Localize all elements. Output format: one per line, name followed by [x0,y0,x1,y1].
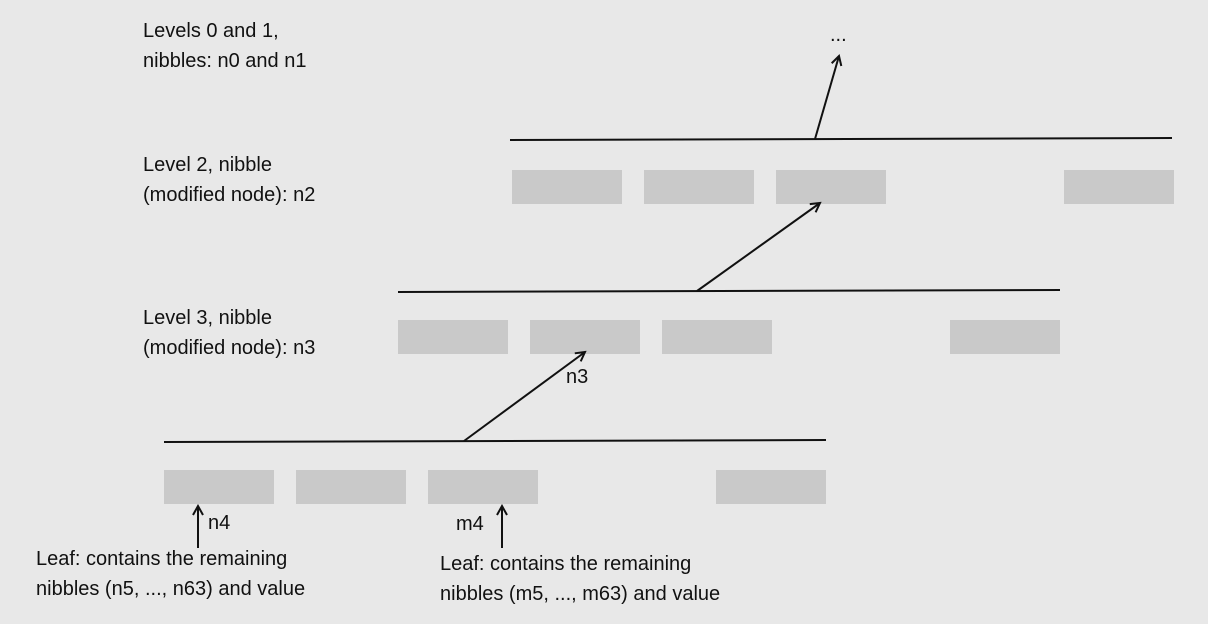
level3-label-line2: (modified node): n3 [143,337,316,359]
edge-label-m4: m4 [456,513,484,535]
level4-slot-2 [296,470,406,504]
level4-slot-4 [716,470,826,504]
level3-node-line [397,289,1061,293]
level2-slot-3 [776,170,886,204]
leaf-right-line1: Leaf: contains the remaining [440,553,692,575]
edge-label-n4: n4 [208,512,231,534]
level4-slot-3 [428,470,538,504]
arrow-level4-to-level3 [463,352,585,442]
level4-slot-1 [164,470,274,504]
level2-node-line [509,137,1173,141]
leaf-left-line2: nibbles (n5, ..., n63) and value [36,578,306,600]
level3-slot-3 [662,320,772,354]
level2-slot-4 [1064,170,1174,204]
level01-label: Levels 0 and 1, nibbles: n0 and n1 [143,16,306,76]
level3-slot-1 [398,320,508,354]
arrow-level3-to-level2 [696,203,820,292]
ellipsis-label: ... [830,24,847,46]
level01-label-line1: Levels 0 and 1, [143,20,279,42]
leaf-left-line1: Leaf: contains the remaining [36,548,288,570]
level01-label-line2: nibbles: n0 and n1 [143,50,307,72]
level3-slot-4 [950,320,1060,354]
level3-label-line1: Level 3, nibble [143,307,272,329]
level2-label-line1: Level 2, nibble [143,154,272,176]
level3-slot-2 [530,320,640,354]
arrow-level2-to-top [814,56,839,140]
level2-slot-1 [512,170,622,204]
level4-node-line [163,439,827,443]
level2-label: Level 2, nibble (modified node): n2 [143,150,315,210]
level2-slot-2 [644,170,754,204]
level2-label-line2: (modified node): n2 [143,184,316,206]
edge-label-n3: n3 [566,366,589,388]
leaf-right-label: Leaf: contains the remaining nibbles (m5… [440,549,720,609]
leaf-left-label: Leaf: contains the remaining nibbles (n5… [36,544,305,604]
level3-label: Level 3, nibble (modified node): n3 [143,303,315,363]
leaf-right-line2: nibbles (m5, ..., m63) and value [440,583,721,605]
